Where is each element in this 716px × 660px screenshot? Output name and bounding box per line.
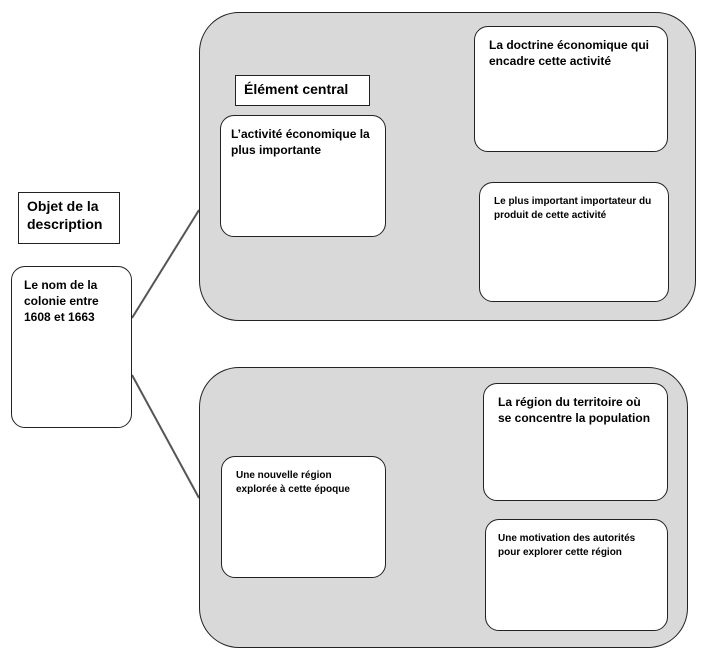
root-box-colony-name: Le nom de la colonie entre 1608 et 1663: [11, 266, 132, 428]
top-center-box: L’activité économique la plus importante: [220, 115, 386, 237]
top-right-box: La doctrine économique qui encadre cette…: [474, 26, 668, 152]
label-central-element: Élément central: [235, 75, 370, 106]
bottom-right-box-top-group: Le plus important importateur du produit…: [479, 182, 669, 302]
label-object-of-description: Objet de la description: [18, 192, 120, 244]
connector-root-top-group: [131, 209, 200, 319]
bottom-center-box: Une nouvelle région explorée à cette épo…: [221, 456, 386, 578]
bottom-bottom-right-box: Une motivation des autorités pour explor…: [485, 519, 668, 631]
connector-root-bottom-group: [131, 374, 200, 499]
bottom-top-right-box: La région du territoire où se concentre …: [483, 383, 668, 501]
